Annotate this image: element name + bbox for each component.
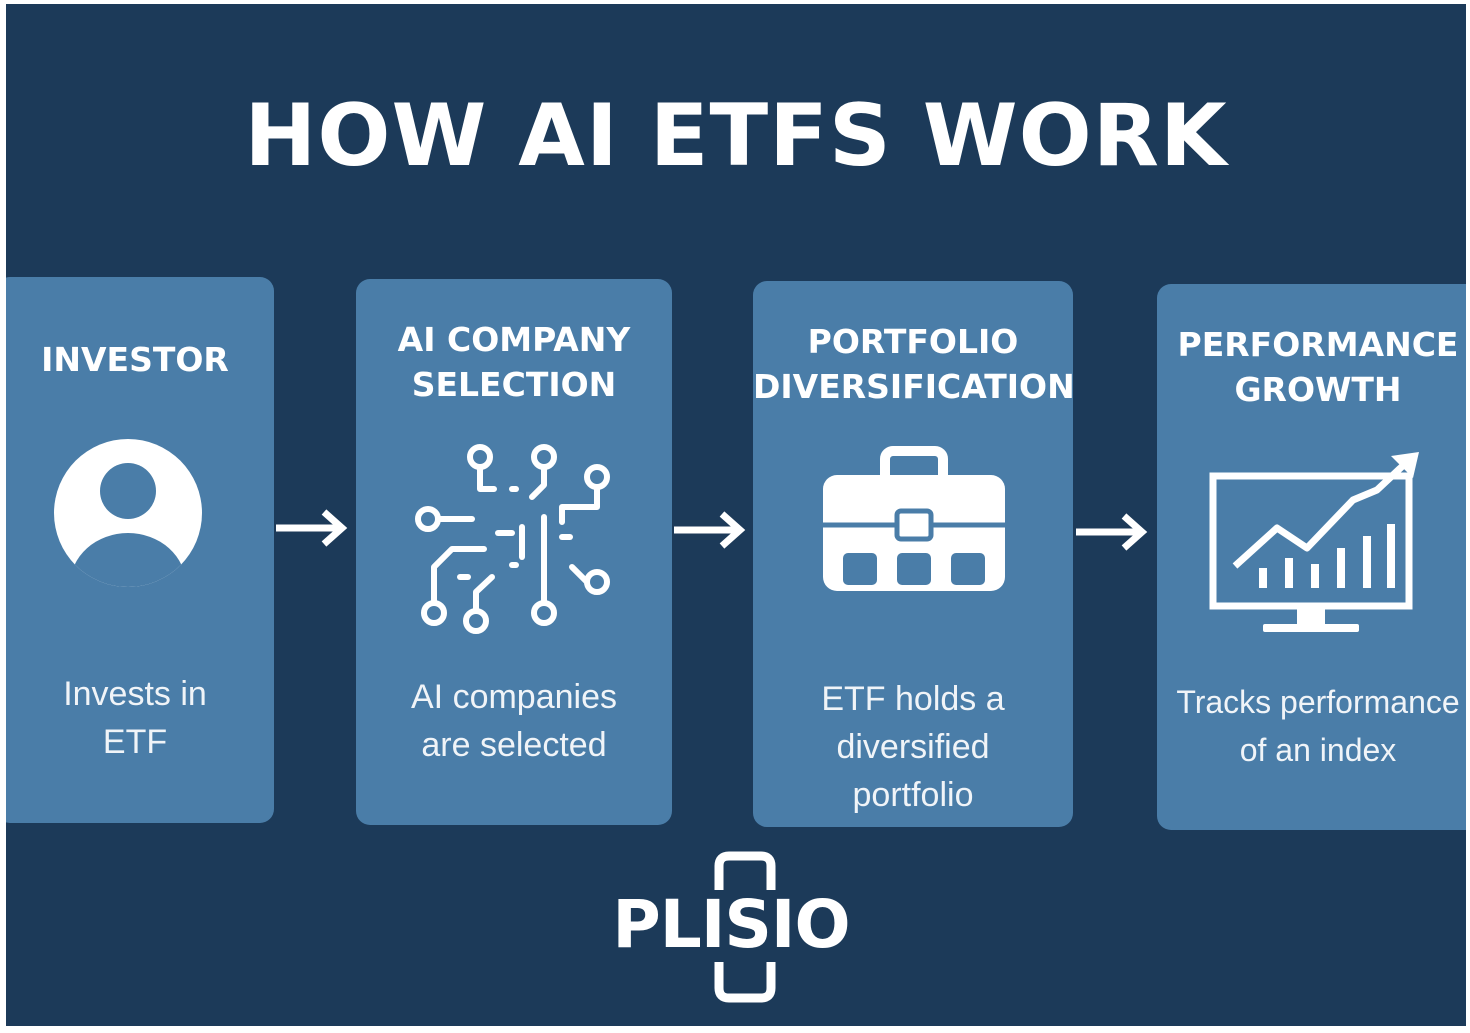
- step-title: AI COMPANY SELECTION: [397, 320, 631, 404]
- arrow-right-icon: [1076, 513, 1148, 551]
- circuit-icon: [415, 444, 610, 634]
- briefcase-icon: [823, 446, 1005, 591]
- step-description: AI companies are selected: [411, 678, 617, 764]
- step-title: PERFORMANCE GROWTH: [1177, 325, 1459, 409]
- step-card-investor: INVESTOR Invests in ETF: [6, 277, 274, 823]
- user-avatar-icon: [54, 439, 202, 587]
- logo-text: PLISIO: [612, 886, 850, 963]
- step-card-ai-company-selection: AI COMPANY SELECTION: [356, 279, 672, 825]
- step-description: ETF holds a diversified portfolio: [821, 680, 1005, 814]
- plisio-logo: PLISIO: [601, 850, 861, 1006]
- step-description: Tracks performance of an index: [1176, 684, 1460, 768]
- step-title: PORTFOLIO DIVERSIFICATION: [753, 322, 1075, 406]
- step-title: INVESTOR: [41, 340, 229, 379]
- phone-outline-logo-mark: [714, 851, 776, 1003]
- step-card-portfolio-diversification: PORTFOLIO DIVERSIFICATION ETF holds a di…: [753, 281, 1075, 827]
- arrow-right-icon: [674, 511, 746, 549]
- page-title: HOW AI ETFS WORK: [244, 86, 1228, 186]
- step-card-performance-growth: PERFORMANCE GROWTH Tracks performance of…: [1157, 284, 1466, 830]
- growth-chart-monitor-icon: [1209, 452, 1419, 632]
- infographic: HOW AI ETFS WORK INVESTOR Invests in ETF…: [6, 4, 1466, 1026]
- arrow-right-icon: [276, 509, 348, 547]
- step-description: Invests in ETF: [63, 675, 207, 761]
